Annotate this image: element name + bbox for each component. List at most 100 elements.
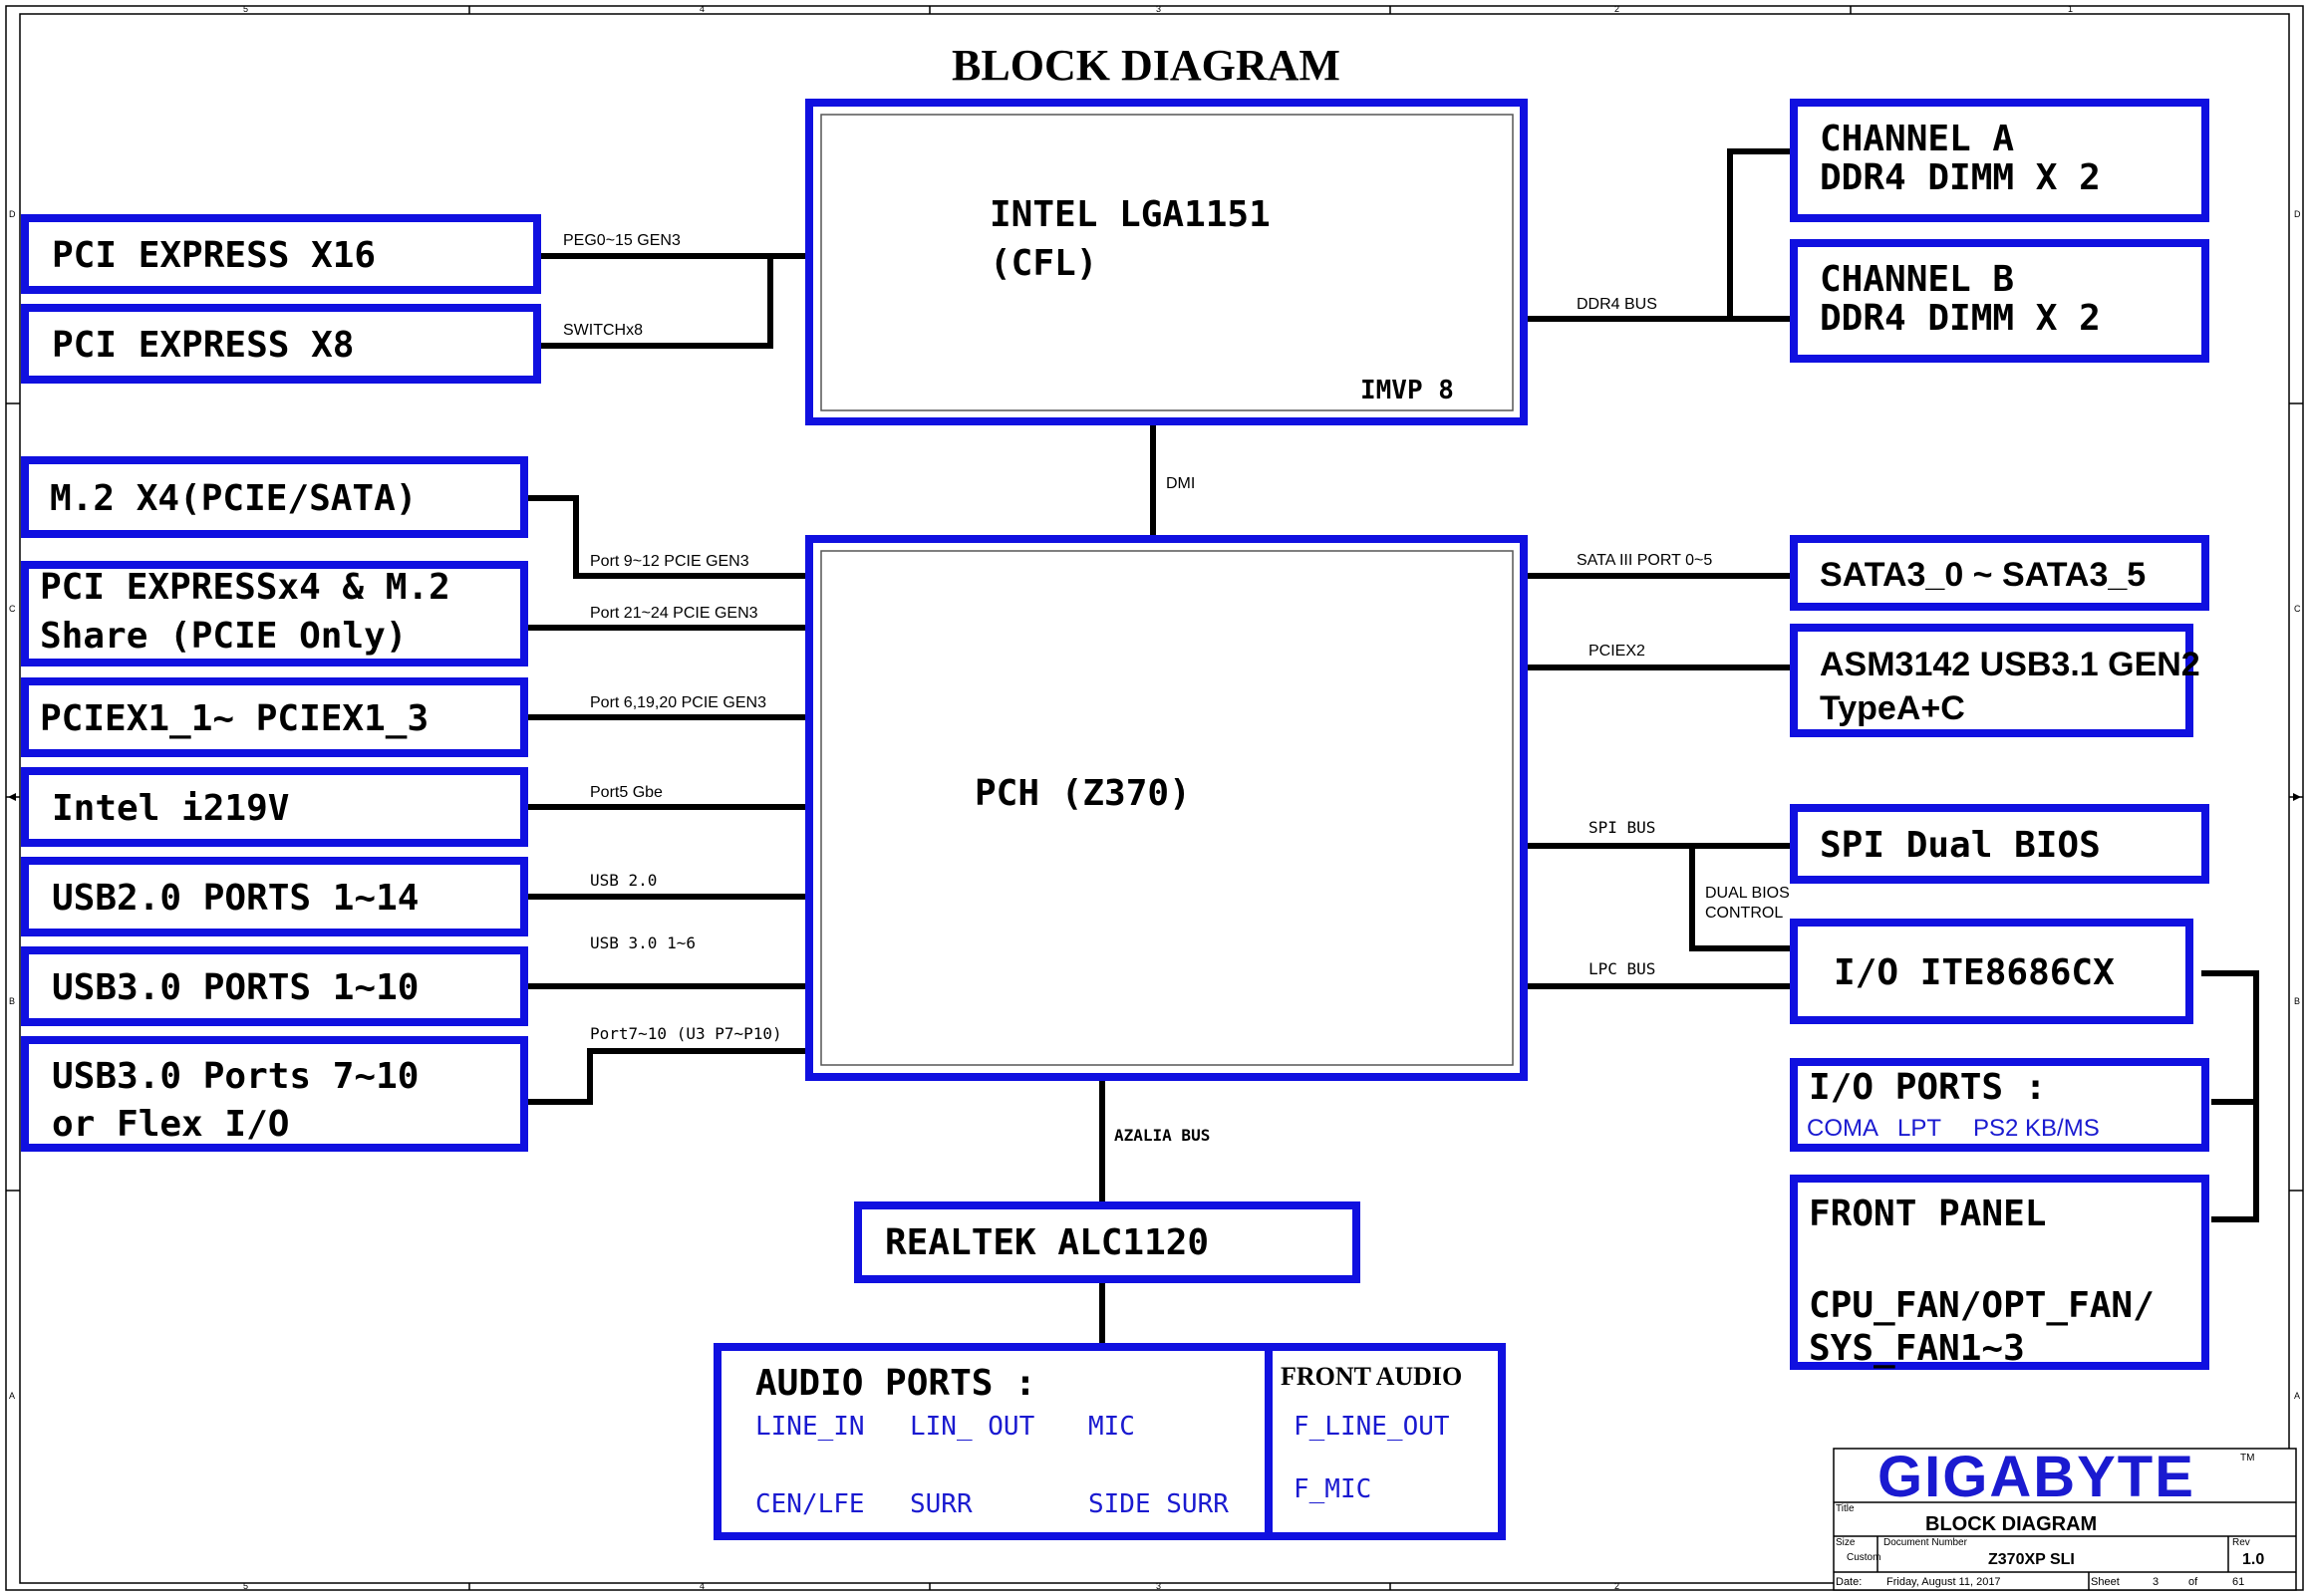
usb3-ports-block: USB3.0 PORTS 1~10 (21, 946, 528, 1026)
pciex1-bus-label: Port 6,19,20 PCIE GEN3 (590, 694, 766, 711)
title-block: GIGABYTE TM Title BLOCK DIAGRAM Size Cus… (1833, 1445, 2297, 1591)
frame-right-a: A (2294, 1391, 2300, 1401)
dimm-b-line1: CHANNEL B (1820, 259, 2014, 300)
frame-bottom-3: 3 (1156, 1581, 1161, 1591)
m2-bus-label: Port 9~12 PCIE GEN3 (590, 553, 749, 570)
audio-side-surr: SIDE SURR (1088, 1489, 1229, 1519)
asm3142-line2: TypeA+C (1820, 689, 1965, 727)
pcie-x4-line1: PCI EXPRESSx4 & M.2 (40, 567, 450, 608)
front-audio-mic: F_MIC (1294, 1474, 1371, 1504)
flex-io-bus-label: Port7~10 (U3 P7~P10) (590, 1024, 782, 1043)
usb2-ports-block: USB2.0 PORTS 1~14 (21, 857, 528, 936)
size-field-value: Custom (1847, 1552, 1880, 1563)
date-field-value: Friday, August 11, 2017 (1886, 1576, 2001, 1588)
wires (521, 148, 2259, 1350)
frame-right-c: C (2294, 604, 2301, 614)
cpu-vr-label: IMVP 8 (1360, 376, 1454, 405)
audio-mic: MIC (1088, 1412, 1135, 1442)
spi-dual-bios-block: SPI Dual BIOS (1790, 804, 2209, 884)
usb3-flex-line2: or Flex I/O (52, 1104, 289, 1145)
usb3-ports-label: USB3.0 PORTS 1~10 (52, 967, 419, 1008)
size-field-label: Size (1836, 1537, 1856, 1548)
frame-bottom-5: 5 (243, 1581, 248, 1591)
cpu-block: INTEL LGA1151 (CFL) IMVP 8 (805, 99, 1528, 425)
usb2-bus-label: USB 2.0 (590, 871, 657, 890)
lpc-bus-label: LPC BUS (1588, 959, 1655, 978)
front-audio-line-out: F_LINE_OUT (1294, 1412, 1450, 1442)
front-audio-title: FRONT AUDIO (1281, 1362, 1462, 1391)
front-panel-line2: CPU_FAN/OPT_FAN/ (1809, 1285, 2155, 1326)
pch-label: PCH (Z370) (975, 773, 1191, 814)
io-port-lpt: LPT (1897, 1115, 1941, 1142)
m2-x4-label: M.2 X4(PCIE/SATA) (50, 478, 417, 519)
intel-i219v-block: Intel i219V (21, 767, 528, 847)
io-ports-title: I/O PORTS : (1809, 1067, 2046, 1108)
pciex1-block: PCIEX1_1~ PCIEX1_3 (21, 677, 528, 757)
sheet-field-value: 3 (2153, 1576, 2159, 1588)
cpu-label-line1: INTEL LGA1151 (990, 194, 1271, 235)
m2-x4-block: M.2 X4(PCIE/SATA) (21, 456, 528, 538)
pciex2-bus-label: PCIEX2 (1588, 643, 1645, 660)
pch-block: PCH (Z370) (805, 535, 1528, 1081)
dimm-a-line1: CHANNEL A (1820, 119, 2014, 159)
frame-top-5: 5 (243, 4, 248, 14)
realtek-alc1120-label: REALTEK ALC1120 (885, 1222, 1209, 1263)
audio-line-out: LIN_ OUT (910, 1412, 1035, 1442)
of-field-value: 61 (2232, 1576, 2244, 1588)
usb3-flex-line1: USB3.0 Ports 7~10 (52, 1056, 419, 1097)
audio-surr: SURR (910, 1489, 973, 1519)
io-ite8686cx-label: I/O ITE8686CX (1834, 952, 2115, 993)
usb3-bus-label: USB 3.0 1~6 (590, 933, 696, 952)
frame-bottom-4: 4 (700, 1581, 705, 1591)
asm3142-block: ASM3142 USB3.1 GEN2 TypeA+C (1790, 624, 2200, 737)
front-panel-title: FRONT PANEL (1809, 1194, 2046, 1234)
docnum-field-label: Document Number (1883, 1537, 1968, 1548)
sata-label: SATA3_0 ~ SATA3_5 (1820, 556, 2146, 594)
pcie-x4-bus-label: Port 21~24 PCIE GEN3 (590, 605, 758, 622)
pcie-x4-line2: Share (PCIE Only) (40, 616, 407, 657)
azalia-bus-label: AZALIA BUS (1114, 1126, 1210, 1145)
front-panel-block: FRONT PANEL CPU_FAN/OPT_FAN/ SYS_FAN1~3 (1790, 1175, 2209, 1370)
logo-trademark: TM (2240, 1453, 2254, 1463)
dimm-a-line2: DDR4 DIMM X 2 (1820, 157, 2101, 198)
io-ite8686cx-block: I/O ITE8686CX (1790, 919, 2193, 1024)
pcie-x16-block: PCI EXPRESS X16 (21, 214, 541, 294)
pcie-x8-block: PCI EXPRESS X8 (21, 304, 541, 384)
dmi-label: DMI (1166, 475, 1195, 492)
sata-block: SATA3_0 ~ SATA3_5 (1790, 535, 2209, 611)
frame-left-d: D (9, 209, 16, 219)
io-port-coma: COMA (1807, 1115, 1878, 1142)
frame-right-d: D (2294, 209, 2301, 219)
front-panel-line3: SYS_FAN1~3 (1809, 1328, 2025, 1369)
frame-right-b: B (2294, 996, 2300, 1006)
pciex1-label: PCIEX1_1~ PCIEX1_3 (40, 698, 429, 739)
audio-ports-title: AUDIO PORTS : (755, 1363, 1036, 1404)
sheet-frame (5, 5, 2304, 1591)
dual-bios-control-line1: DUAL BIOS (1705, 885, 1790, 902)
audio-line-in: LINE_IN (755, 1412, 865, 1442)
spi-dual-bios-label: SPI Dual BIOS (1820, 825, 2101, 866)
sheet-inner-frame (19, 13, 2290, 1584)
intel-i219v-label: Intel i219V (52, 788, 289, 829)
audio-ports-block: AUDIO PORTS : LINE_IN LIN_ OUT MIC CEN/L… (714, 1343, 1506, 1540)
pcie-x8-bus-label: SWITCHx8 (563, 322, 643, 339)
pcie-x4-m2-share-block: PCI EXPRESSx4 & M.2 Share (PCIE Only) (21, 561, 528, 666)
dimm-channel-b-block: CHANNEL B DDR4 DIMM X 2 (1790, 239, 2209, 363)
sata-bus-label: SATA III PORT 0~5 (1577, 552, 1712, 569)
dimm-b-line2: DDR4 DIMM X 2 (1820, 298, 2101, 339)
rev-field-value: 1.0 (2242, 1551, 2264, 1568)
of-field-label: of (2188, 1576, 2198, 1588)
frame-left-a: A (9, 1391, 15, 1401)
frame-left-b: B (9, 996, 15, 1006)
dimm-channel-a-block: CHANNEL A DDR4 DIMM X 2 (1790, 99, 2209, 222)
gigabyte-logo: GIGABYTE (1877, 1445, 2195, 1509)
frame-top-4: 4 (700, 4, 705, 14)
frame-left-c: C (9, 604, 16, 614)
page-title: BLOCK DIAGRAM (952, 41, 1340, 90)
docnum-field-value: Z370XP SLI (1988, 1551, 2075, 1568)
ddr4-bus-label: DDR4 BUS (1577, 296, 1657, 313)
sheet-field-label: Sheet (2091, 1576, 2120, 1588)
dual-bios-control-line2: CONTROL (1705, 905, 1783, 922)
frame-top-3: 3 (1156, 4, 1161, 14)
